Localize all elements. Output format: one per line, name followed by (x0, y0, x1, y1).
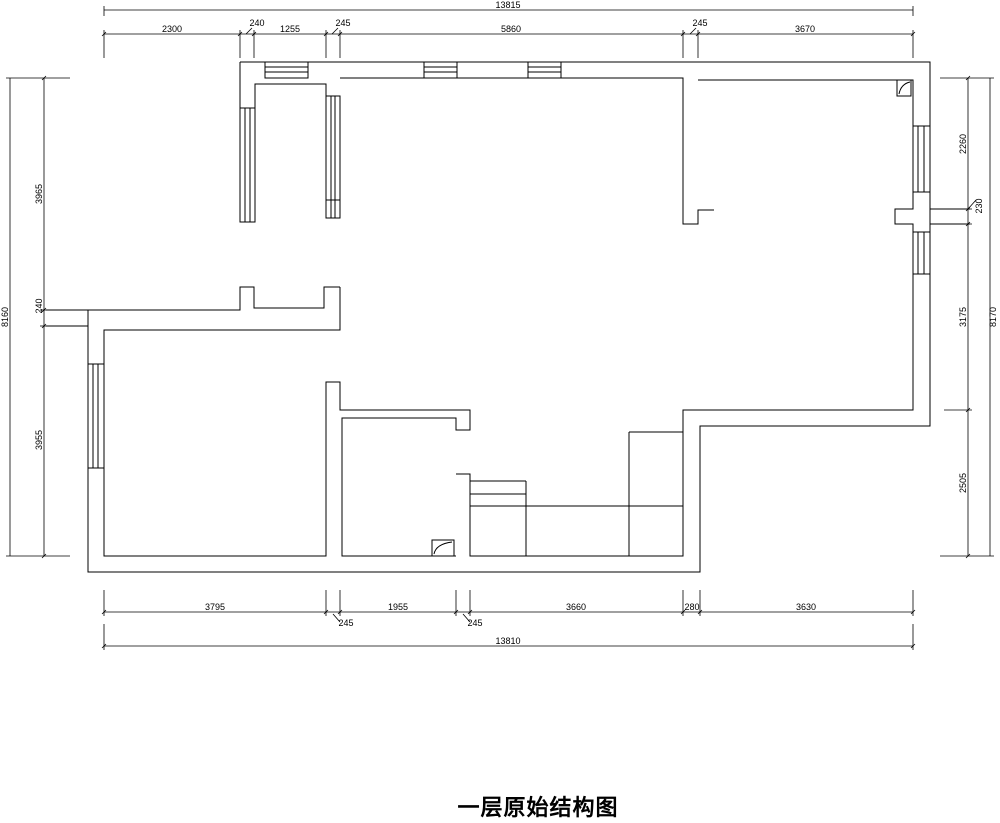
window-left-lower (87, 363, 105, 469)
dim-bottom-3: 1955 (388, 602, 408, 612)
window-mid-column (325, 95, 341, 219)
dim-top-5: 5860 (501, 24, 521, 34)
dim-bottom-2: 245 (338, 618, 353, 628)
window-top-2 (423, 61, 458, 79)
dim-bottom-5: 3660 (566, 602, 586, 612)
inner-wall-right (456, 79, 914, 557)
dim-left-3: 3955 (34, 430, 44, 450)
page-title: 一层原始结构图 (457, 796, 619, 821)
window-right-lower (912, 231, 931, 275)
dim-bottom-total: 13810 (495, 636, 520, 646)
dim-top-2: 240 (249, 18, 264, 28)
dim-top-1: 2300 (162, 24, 182, 34)
window-top-1 (264, 61, 309, 79)
window-top-3 (527, 61, 562, 79)
door-swing-top-right (896, 79, 912, 97)
dim-right-total: 8170 (988, 307, 998, 327)
dim-top-4: 245 (335, 18, 350, 28)
dim-right-1: 2260 (958, 134, 968, 154)
dim-right-3: 3175 (958, 307, 968, 327)
dim-left-1: 3965 (34, 184, 44, 204)
window-left-upper (240, 107, 255, 222)
dim-right-2: 230 (974, 198, 984, 213)
stair-block (470, 480, 683, 556)
dim-top-6: 245 (692, 18, 707, 28)
dim-bottom-1: 3795 (205, 602, 225, 612)
inner-wall (340, 77, 714, 225)
dim-top-3: 1255 (280, 24, 300, 34)
dim-top-total: 13815 (495, 0, 520, 10)
outer-wall (87, 61, 931, 573)
window-right-upper (912, 125, 931, 193)
outer-wall-left-block (239, 62, 340, 223)
dim-bottom-6: 280 (684, 602, 699, 612)
dim-bottom-7: 3630 (796, 602, 816, 612)
dim-left-2: 240 (34, 298, 44, 313)
dim-left-total: 8160 (0, 307, 10, 327)
inner-wall-lower (103, 287, 471, 557)
dim-bottom-4: 245 (467, 618, 482, 628)
dim-right-4: 2505 (958, 473, 968, 493)
door-swing-bottom (431, 539, 455, 557)
dim-top-7: 3670 (795, 24, 815, 34)
cabinet-block (628, 431, 683, 556)
